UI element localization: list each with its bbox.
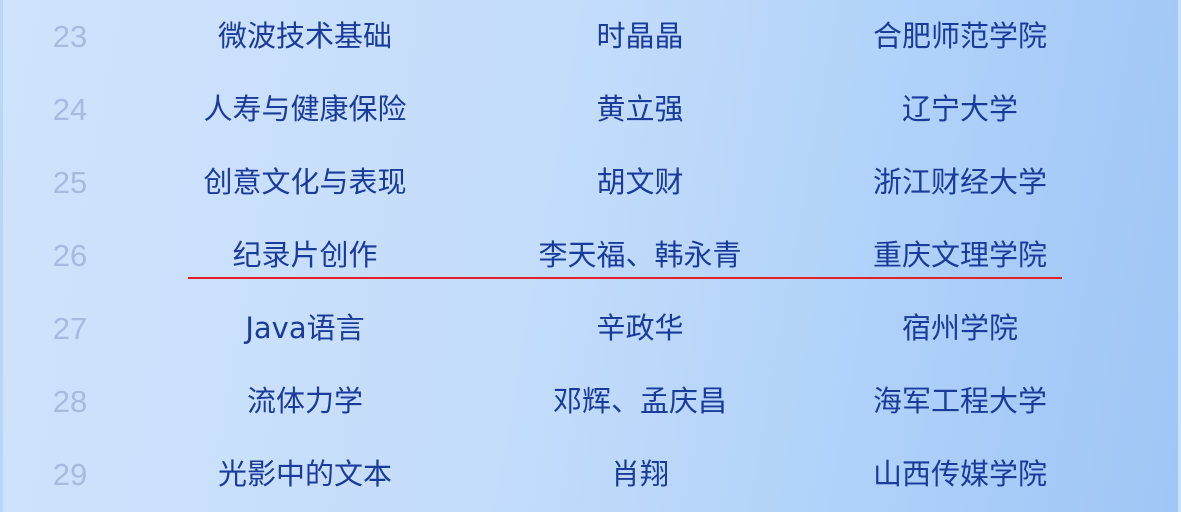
teacher-name: 黄立强 [596, 92, 684, 126]
table-row: 25 创意文化与表现 胡文财 浙江财经大学 [0, 146, 1181, 219]
table-row: 26 纪录片创作 李天福、韩永青 重庆文理学院 [0, 219, 1181, 292]
row-number: 27 [52, 311, 88, 346]
table-row: 29 光影中的文本 肖翔 山西传媒学院 [0, 438, 1181, 511]
row-number: 28 [52, 384, 88, 419]
course-name: 流体力学 [246, 384, 363, 418]
teacher-name: 辛政华 [596, 311, 684, 345]
table-row: 24 人寿与健康保险 黄立强 辽宁大学 [0, 73, 1181, 146]
table-row: 27 Java语言 辛政华 宿州学院 [0, 292, 1181, 365]
school-name: 辽宁大学 [901, 92, 1018, 126]
highlight-underline [188, 277, 1062, 279]
school-name: 合肥师范学院 [872, 19, 1047, 53]
course-name: Java语言 [245, 311, 365, 345]
teacher-name: 胡文财 [596, 165, 684, 199]
teacher-name: 时晶晶 [596, 19, 684, 53]
school-name: 宿州学院 [901, 311, 1018, 345]
course-name: 创意文化与表现 [203, 165, 407, 199]
row-number: 24 [52, 92, 88, 127]
row-number: 25 [52, 165, 88, 200]
teacher-name: 李天福、韩永青 [538, 238, 742, 272]
school-name: 海军工程大学 [872, 384, 1047, 418]
school-name: 重庆文理学院 [872, 238, 1047, 272]
course-name: 人寿与健康保险 [203, 92, 407, 126]
row-number: 26 [52, 238, 88, 273]
table-row: 23 微波技术基础 时晶晶 合肥师范学院 [0, 0, 1181, 73]
teacher-name: 邓辉、孟庆昌 [552, 384, 727, 418]
course-name: 微波技术基础 [217, 19, 392, 53]
school-name: 山西传媒学院 [872, 457, 1047, 491]
row-number: 29 [52, 457, 88, 492]
course-name: 纪录片创作 [232, 238, 378, 272]
teacher-name: 肖翔 [610, 457, 669, 491]
right-border [1178, 0, 1181, 512]
left-border [0, 0, 3, 512]
course-name: 光影中的文本 [217, 457, 392, 491]
table-row: 28 流体力学 邓辉、孟庆昌 海军工程大学 [0, 365, 1181, 438]
school-name: 浙江财经大学 [872, 165, 1047, 199]
row-number: 23 [52, 19, 88, 54]
